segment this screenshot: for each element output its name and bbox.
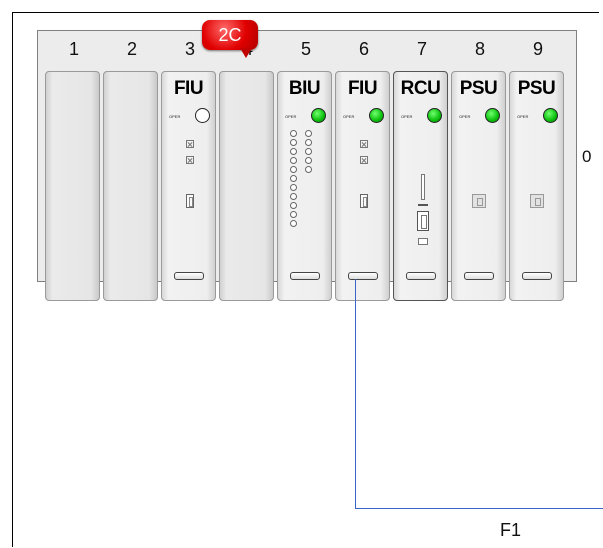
- link-line-vertical[interactable]: [355, 279, 356, 509]
- ethernet-port-icon: [418, 238, 428, 245]
- port-led-icon: [305, 166, 312, 173]
- side-label: 0: [582, 147, 592, 166]
- status-led-icon: [369, 108, 384, 123]
- slot-number-2: 2: [126, 39, 137, 59]
- card-handle[interactable]: [522, 272, 552, 280]
- status-led-icon: [485, 108, 500, 123]
- indicator-icon: [186, 140, 194, 148]
- oper-label-icon: OPER: [285, 114, 297, 119]
- slot-2-blank-panel[interactable]: [103, 71, 158, 301]
- slot-1-blank-panel[interactable]: [45, 71, 100, 301]
- indicator-icon: [360, 156, 368, 164]
- status-led-icon: [543, 108, 558, 123]
- port-led-icon: [290, 139, 297, 146]
- slot-number-6: 6: [358, 39, 369, 59]
- status-led-icon: [427, 108, 442, 123]
- indicator-icon: [186, 156, 194, 164]
- card-label: PSU: [459, 78, 498, 99]
- oper-label-icon: OPER: [343, 114, 355, 119]
- slot-4-blank-panel[interactable]: [219, 71, 274, 301]
- status-led-icon: [311, 108, 326, 123]
- slot-8-psu-card[interactable]: PSU OPER: [451, 71, 506, 301]
- port-led-icon: [290, 193, 297, 200]
- card-label: BIU: [288, 78, 321, 99]
- port-led-icon: [290, 202, 297, 209]
- card-label: RCU: [400, 78, 441, 99]
- slot-number-5: 5: [300, 39, 311, 59]
- link-line-horizontal[interactable]: [355, 508, 603, 509]
- port-led-icon: [305, 139, 312, 146]
- slot-6-fiu-card[interactable]: FIU OPER: [335, 71, 390, 301]
- oper-label-icon: OPER: [401, 114, 413, 119]
- console-port-icon: [417, 211, 429, 231]
- port-led-icon: [305, 148, 312, 155]
- power-port-icon: [530, 194, 544, 208]
- chassis: 1 2 3 4 5 6 7 8 9 FIU OPER BIU OPER: [37, 30, 577, 301]
- power-port-icon: [472, 194, 486, 208]
- diagram-frame: [12, 12, 599, 547]
- slot-number-1: 1: [68, 39, 79, 59]
- indicator-icon: [360, 140, 368, 148]
- port-icon: [360, 194, 368, 208]
- card-handle[interactable]: [406, 272, 436, 280]
- card-label: FIU: [173, 78, 204, 99]
- link-label: F1: [500, 520, 522, 540]
- slot-number-8: 8: [474, 39, 485, 59]
- card-handle[interactable]: [464, 272, 494, 280]
- port-led-icon: [290, 148, 297, 155]
- slot-number-3: 3: [184, 39, 195, 59]
- divider-icon: [418, 204, 428, 206]
- oper-label-icon: OPER: [459, 114, 471, 119]
- card-label: FIU: [347, 78, 378, 99]
- port-icon: [186, 194, 194, 208]
- status-led-icon: [195, 108, 210, 123]
- card-label: PSU: [517, 78, 556, 99]
- slot-3-fiu-card[interactable]: FIU OPER: [161, 71, 216, 301]
- port-led-icon: [290, 157, 297, 164]
- slot-number-9: 9: [532, 39, 543, 59]
- alarm-callout[interactable]: 2C: [202, 20, 258, 58]
- card-handle[interactable]: [348, 272, 378, 280]
- slot-indicator-icon: [421, 174, 425, 200]
- port-led-icon: [305, 130, 312, 137]
- card-handle[interactable]: [290, 272, 320, 280]
- port-led-icon: [290, 211, 297, 218]
- oper-label-icon: OPER: [169, 114, 181, 119]
- port-led-icon: [290, 130, 297, 137]
- slot-number-7: 7: [416, 39, 427, 59]
- port-led-icon: [290, 175, 297, 182]
- slot-9-psu-card[interactable]: PSU OPER: [509, 71, 564, 301]
- port-led-icon: [290, 166, 297, 173]
- port-led-icon: [305, 157, 312, 164]
- port-led-icon: [290, 220, 297, 227]
- card-handle[interactable]: [174, 272, 204, 280]
- port-led-icon: [290, 184, 297, 191]
- slot-7-rcu-card[interactable]: RCU OPER: [393, 71, 448, 301]
- oper-label-icon: OPER: [517, 114, 529, 119]
- slot-5-biu-card[interactable]: BIU OPER: [277, 71, 332, 301]
